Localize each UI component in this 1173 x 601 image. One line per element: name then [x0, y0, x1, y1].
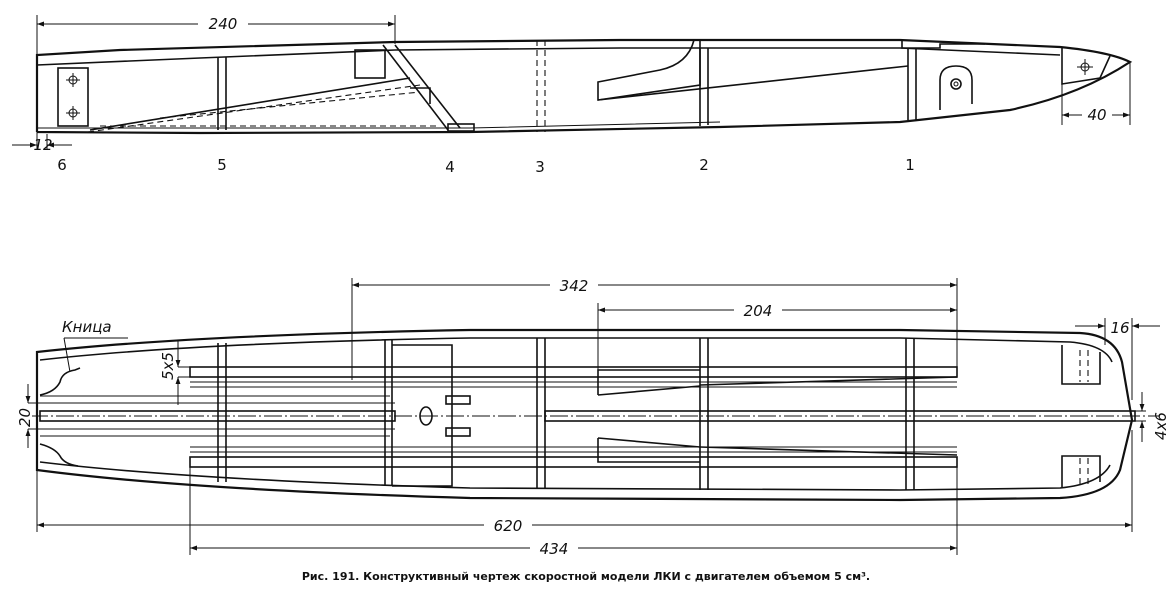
section-label-3: 3 — [535, 158, 545, 176]
dim-434-label: 434 — [540, 540, 569, 558]
dim-620-label: 620 — [494, 517, 523, 535]
transom-hole-icon — [66, 73, 80, 120]
top-view: Кница 342 204 16 5x5 20 — [16, 276, 1170, 558]
stern-knee-upper — [39, 367, 81, 396]
bow-hole-icon — [1077, 59, 1093, 75]
side-keel-line — [37, 121, 721, 129]
top-lower-runner — [189, 456, 958, 468]
side-view: 240 12 40 6 5 4 3 2 1 — [12, 14, 1133, 176]
dim-204-label: 204 — [744, 302, 773, 320]
side-deck-inner-line — [36, 47, 1061, 66]
bow-block — [1061, 47, 1111, 85]
top-wedge-lower — [597, 438, 958, 463]
figure-caption: Рис. 191. Конструктивный чертеж скоростн… — [302, 570, 870, 583]
dim-5x5-label: 5x5 — [159, 352, 177, 380]
side-diagonal-brace — [89, 77, 411, 131]
side-cockpit-block — [354, 49, 386, 79]
section-label-4: 4 — [445, 158, 455, 176]
section-label-6: 6 — [57, 156, 67, 174]
dim-12-label: 12 — [33, 136, 52, 154]
dim-240-label: 240 — [209, 15, 238, 33]
top-upper-runner — [189, 366, 958, 378]
section-label-5: 5 — [217, 156, 227, 174]
knitsa-label: Кница — [62, 318, 112, 336]
side-hull-outline — [35, 38, 1133, 135]
bow-insert-lower — [1061, 455, 1101, 487]
top-hull-outline — [35, 328, 1134, 502]
transom-plate — [57, 67, 89, 127]
dim-4x6-label: 4x6 — [1152, 412, 1170, 440]
bow-insert-upper — [1061, 345, 1101, 385]
section-label-1: 1 — [905, 156, 915, 174]
dim-40-label: 40 — [1087, 106, 1106, 124]
dim-16-label: 16 — [1110, 319, 1129, 337]
top-hull-inner — [39, 337, 1113, 363]
side-frame-1 — [901, 40, 985, 49]
section-label-2: 2 — [699, 156, 709, 174]
engine-bay-plate — [392, 344, 453, 487]
dim-20-label: 20 — [16, 408, 34, 427]
engine-mount-lug-icon — [939, 65, 973, 110]
stern-knee-lower — [39, 443, 79, 467]
engine-mount-icon — [419, 395, 471, 437]
dim-342-label: 342 — [560, 277, 589, 295]
